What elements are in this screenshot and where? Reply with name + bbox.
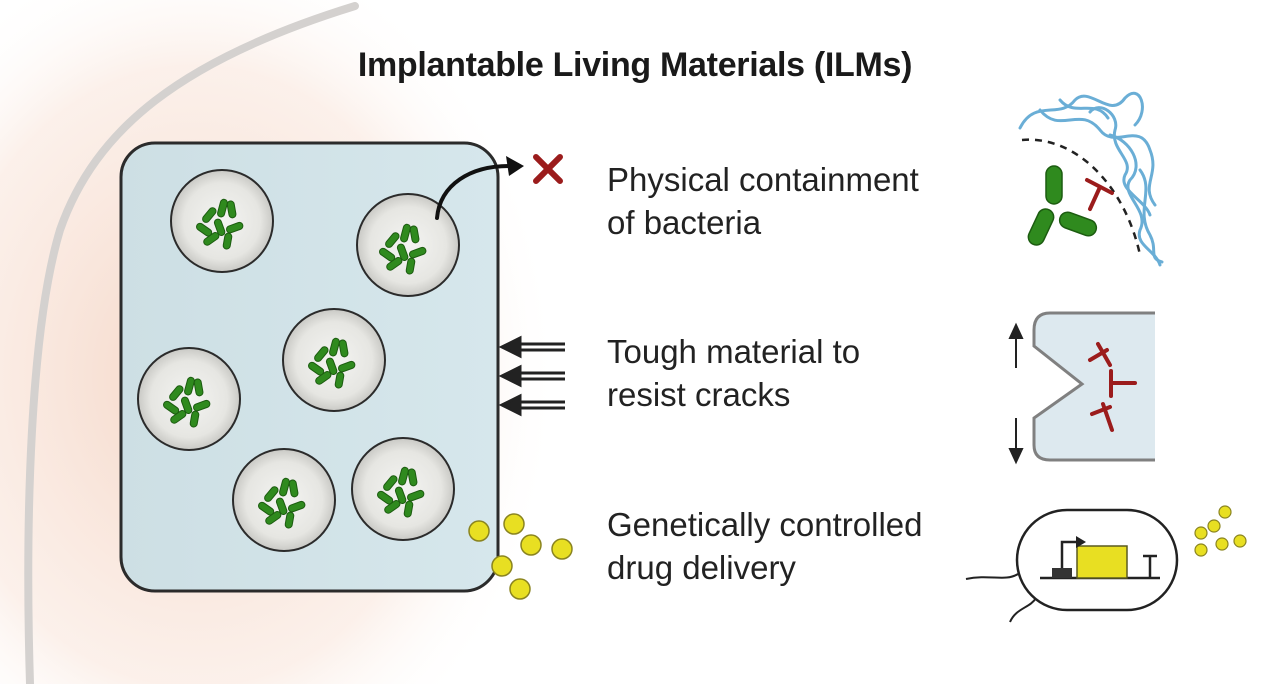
feature-label-line: Tough material to bbox=[607, 333, 861, 370]
escape-arrow bbox=[435, 156, 524, 220]
feature-label-line: drug delivery bbox=[607, 549, 796, 586]
feature-label-line: Genetically controlled bbox=[607, 506, 923, 543]
bacteria-bead bbox=[356, 193, 460, 297]
crack-resistance-icon bbox=[1008, 311, 1155, 465]
feature-containment: Physical containment of bacteria bbox=[607, 158, 977, 244]
drug-dots-released bbox=[1194, 505, 1247, 557]
bacteria-bead bbox=[170, 169, 274, 273]
bacteria-bead bbox=[351, 437, 455, 541]
drug-dots bbox=[468, 513, 573, 600]
feature-label-line: of bacteria bbox=[607, 204, 762, 241]
containment-icon bbox=[1018, 91, 1164, 267]
bacterium-gene-circuit-icon bbox=[965, 508, 1179, 623]
triple-arrow-icon bbox=[498, 335, 565, 417]
bacteria-bead bbox=[232, 448, 336, 552]
feature-label-line: Physical containment bbox=[607, 161, 919, 198]
bacteria-bead bbox=[137, 347, 241, 451]
feature-drug-delivery: Genetically controlled drug delivery bbox=[607, 503, 977, 589]
bacteria-bead bbox=[282, 308, 386, 412]
feature-label-line: resist cracks bbox=[607, 376, 791, 413]
diagram-title: Implantable Living Materials (ILMs) bbox=[357, 46, 913, 84]
cross-icon bbox=[533, 154, 563, 184]
feature-toughness: Tough material to resist cracks bbox=[607, 330, 977, 416]
tissue-outline bbox=[24, 2, 359, 684]
